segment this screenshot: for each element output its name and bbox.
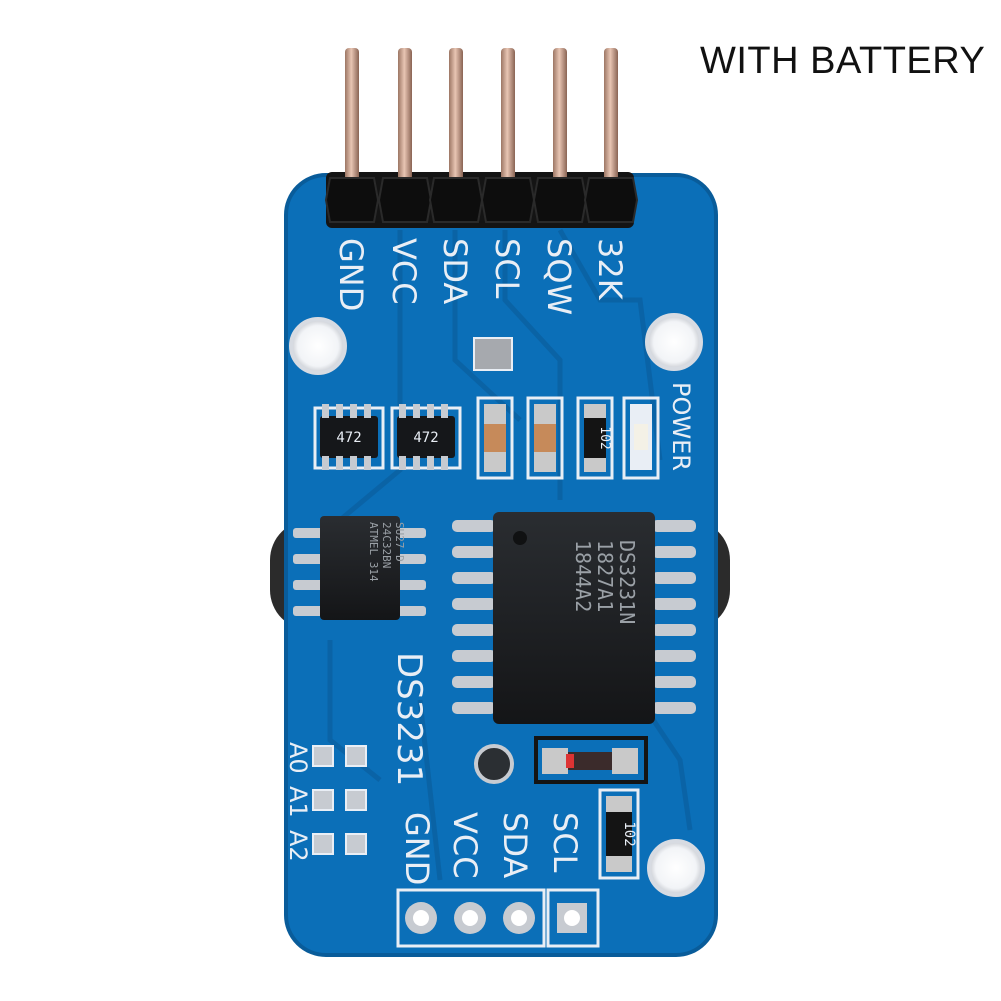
bottom-pin-label-gnd: GND xyxy=(398,812,436,885)
resistor-array-1-code: 472 xyxy=(336,430,361,446)
caption-with-battery: WITH BATTERY xyxy=(700,40,986,82)
top-pin-6 xyxy=(583,48,639,223)
test-pad xyxy=(473,337,513,371)
top-pin-label-sda: SDA xyxy=(436,238,474,304)
resistor-array-2-code: 472 xyxy=(413,430,438,446)
resistor-bottom-code: 102 xyxy=(621,821,637,846)
bottom-pin-pad-2 xyxy=(454,902,486,934)
top-pin-3 xyxy=(428,48,484,223)
address-pad-label-a1: A1 xyxy=(284,786,312,818)
top-pin-1 xyxy=(324,48,380,223)
eeprom-marking-line: SU27 D xyxy=(393,522,406,562)
bottom-pin-pad-3 xyxy=(503,902,535,934)
bottom-pin-pad-4 xyxy=(557,903,587,933)
top-pin-label-sqw: SQW xyxy=(540,238,578,315)
resistor-array-2: 472 xyxy=(390,404,462,470)
mount-hole-top-left xyxy=(289,317,347,375)
address-pad-a1 xyxy=(312,789,367,811)
resistor-array-1: 472 xyxy=(313,404,385,470)
model-label: DS3231 xyxy=(389,652,429,786)
address-pad-a0 xyxy=(312,745,367,767)
bottom-pin-label-vcc: VCC xyxy=(446,812,484,879)
top-pin-label-gnd: GND xyxy=(332,238,370,311)
power-led xyxy=(622,396,660,480)
power-led-label: POWER xyxy=(667,382,695,471)
address-pads xyxy=(312,745,367,855)
bottom-pin-label-sda: SDA xyxy=(496,812,534,878)
capacitor-2 xyxy=(526,396,564,480)
diode xyxy=(534,736,648,784)
bottom-pin-labels: GND VCC SDA SCL xyxy=(398,812,584,885)
mount-hole-top-right xyxy=(645,313,703,371)
top-pin-4 xyxy=(480,48,536,223)
mount-hole-bottom-right xyxy=(647,839,705,897)
resistor-bottom: 102 xyxy=(598,788,640,880)
top-pin-header xyxy=(324,48,639,228)
top-pin-label-vcc: VCC xyxy=(385,238,423,305)
top-pin-labels: GND VCC SDA SCL SQW 32K xyxy=(332,238,629,315)
resistor-top: 102 xyxy=(576,396,614,480)
address-pad-a2 xyxy=(312,833,367,855)
bottom-pin-label-scl: SCL xyxy=(546,812,584,873)
top-pin-5 xyxy=(532,48,588,223)
bottom-pin-pad-1 xyxy=(405,902,437,934)
top-pin-label-scl: SCL xyxy=(488,238,526,299)
rtc-marking-line: 1844A2 xyxy=(571,540,595,612)
resistor-top-code: 102 xyxy=(597,426,612,449)
rtc-marking-line: 1827A1 xyxy=(593,540,617,612)
address-pad-label-a2: A2 xyxy=(284,830,312,862)
capacitor-1 xyxy=(476,396,514,480)
address-pad-label-a0: A0 xyxy=(284,742,312,774)
eeprom-marking-line: 24C32BN xyxy=(380,522,393,568)
rtc-marking-line: DS3231N xyxy=(615,540,639,624)
via xyxy=(474,744,514,784)
top-pin-2 xyxy=(377,48,433,223)
bottom-pin-header xyxy=(396,888,600,948)
top-pin-label-32k: 32K xyxy=(591,238,629,301)
eeprom-marking-line: ATMEL 314 xyxy=(367,522,380,582)
